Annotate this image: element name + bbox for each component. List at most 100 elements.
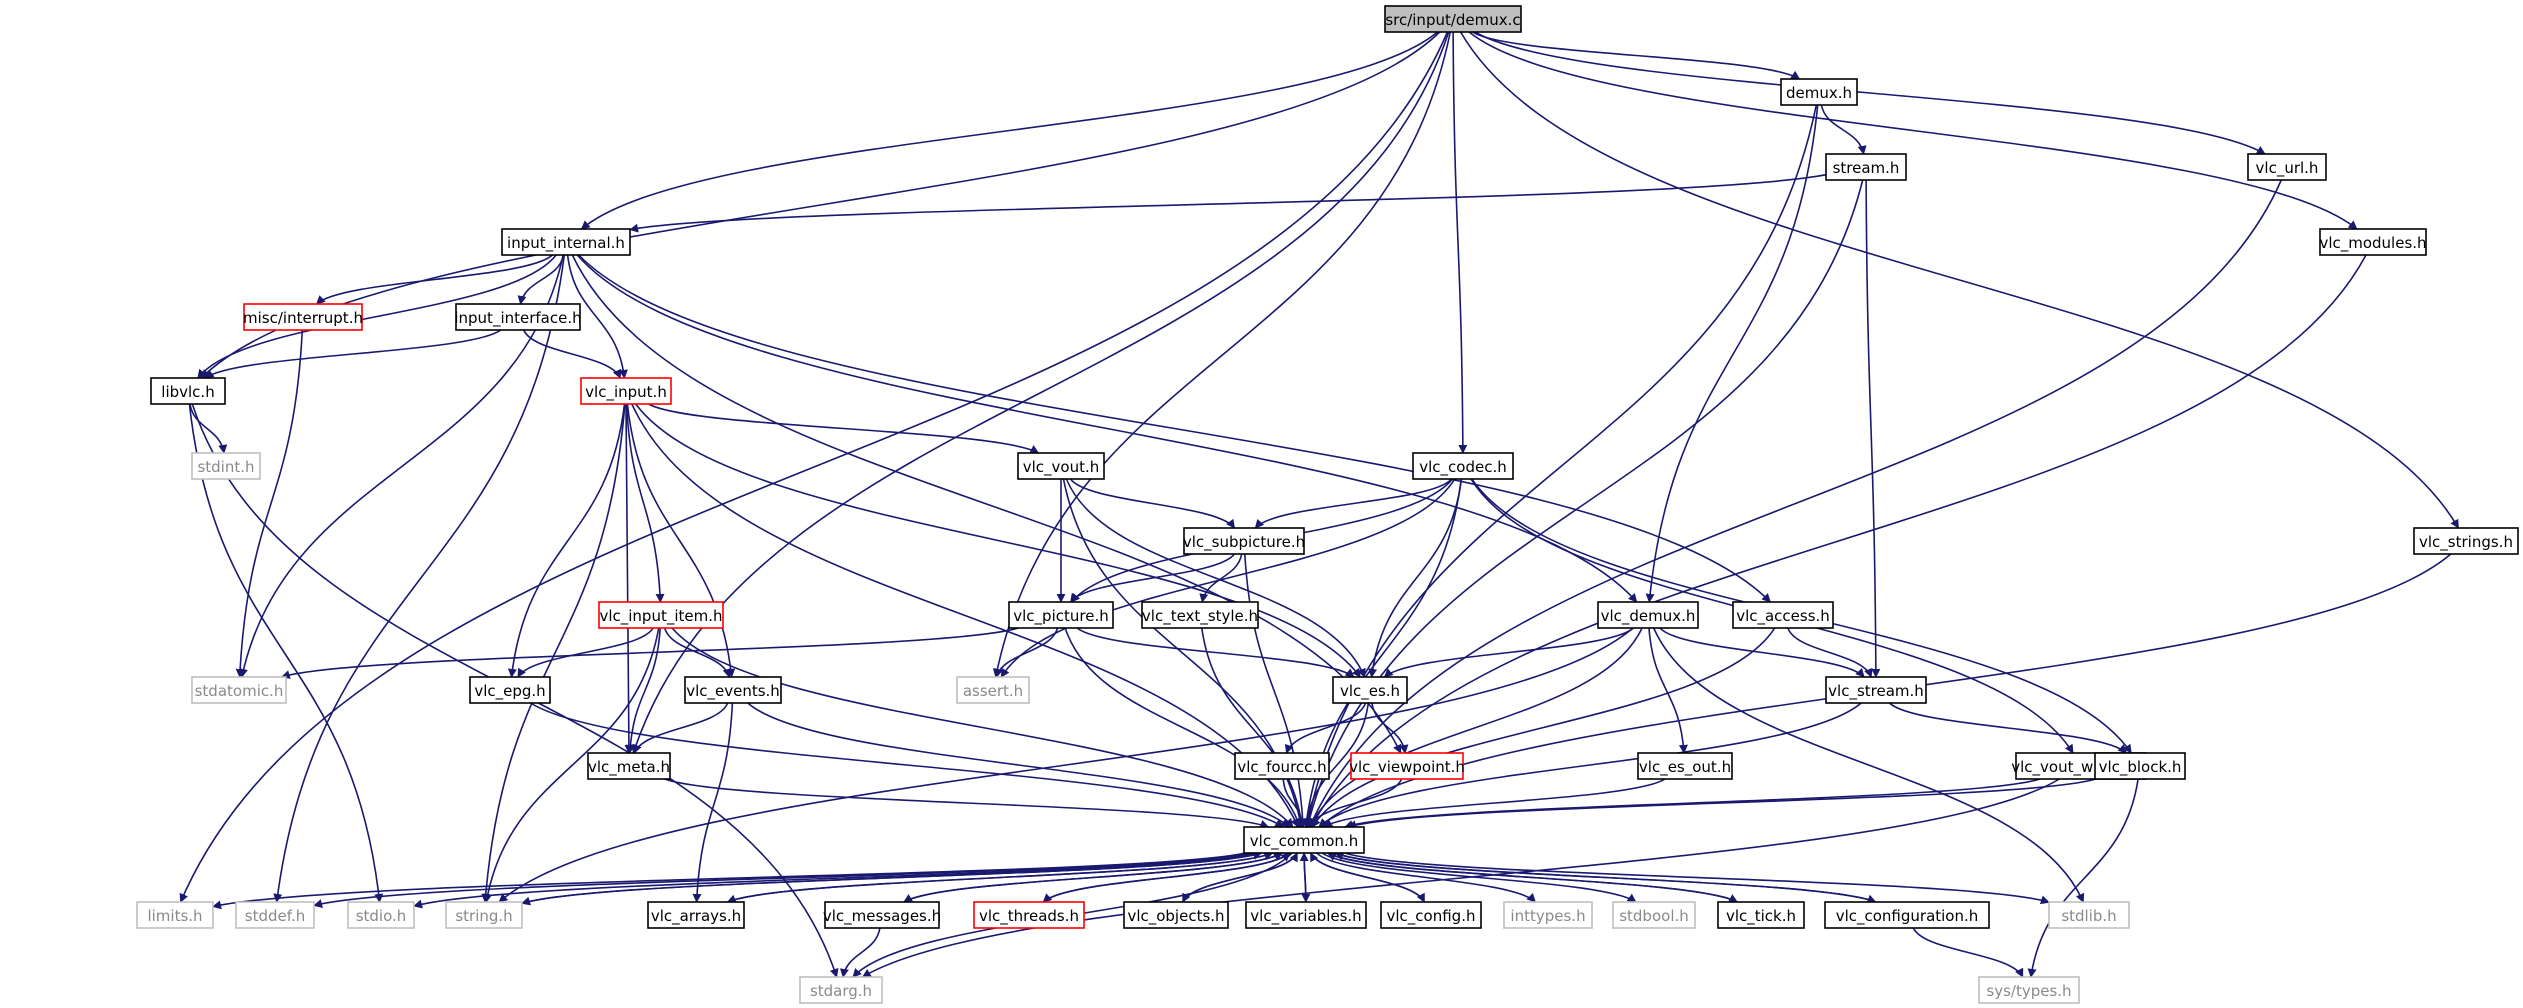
node-vlc-text-style-h[interactable]: vlc_text_style.h (1141, 601, 1259, 629)
edge-vlc-subpicture-h-to-vlc-picture-h (1069, 553, 1236, 603)
edge-vlc-picture-h-to-stdatomic-h (280, 627, 1019, 679)
edge-vlc-config-h-to-vlc-common-h (1309, 852, 1426, 903)
node-stdio-h: stdio.h (347, 901, 415, 929)
node-vlc-configuration-h[interactable]: vlc_configuration.h (1824, 901, 1990, 929)
edge-libvlc-h-to-stdint-h (189, 403, 228, 454)
edge-vlc-stream-h-to-vlc-common-h (1318, 702, 1862, 828)
node-box (2319, 228, 2427, 256)
edge-demux-c-to-vlc-url-h (1474, 31, 2266, 155)
node-label: stdbool.h (1619, 907, 1689, 925)
node-label: stdint.h (197, 458, 254, 476)
edge-input-internal-h-to-stddef-h (273, 254, 566, 903)
edge-vlc-input-h-to-vlc-vout-h (648, 403, 1040, 454)
edge-input-interface-h-to-vlc-input-h (522, 329, 622, 379)
node-vlc-url-h[interactable]: vlc_url.h (2247, 153, 2327, 181)
node-box (1380, 901, 1482, 929)
node-vlc-input-item-h[interactable]: vlc_input_item.h (598, 601, 724, 629)
node-vlc-variables-h[interactable]: vlc_variables.h (1245, 901, 1367, 929)
node-stdatomic-h: stdatomic.h (191, 676, 287, 704)
node-input-internal-h[interactable]: input_internal.h (501, 228, 631, 256)
node-vlc-events-h[interactable]: vlc_events.h (684, 676, 782, 704)
node-vlc-block-h[interactable]: vlc_block.h (2094, 752, 2186, 780)
node-misc-interrupt-h[interactable]: misc/interrupt.h (243, 303, 363, 331)
node-box (1503, 901, 1593, 929)
node-demux-c[interactable]: src/input/demux.c (1384, 5, 1522, 33)
edge-vlc-events-h-to-vlc-common-h (747, 702, 1290, 828)
edge-misc-interrupt-h-to-stdatomic-h (235, 329, 304, 678)
node-vlc-subpicture-h[interactable]: vlc_subpicture.h (1183, 527, 1305, 555)
edge-vlc-picture-h-to-assert-h (994, 627, 1059, 678)
edge-vlc-input-h-to-vlc-common-h (631, 403, 1299, 828)
edge-demux-c-to-vlc-strings-h (1459, 31, 2460, 529)
node-label: vlc_modules.h (2319, 234, 2426, 253)
node-sys-types-h: sys/types.h (1978, 976, 2080, 1004)
edge-vlc-input-h-to-vlc-epg-h (507, 403, 626, 678)
node-vlc-vout-h[interactable]: vlc_vout.h (1017, 452, 1105, 480)
node-inttypes-h: inttypes.h (1503, 901, 1593, 929)
edge-vlc-input-h-to-vlc-input-item-h (625, 403, 665, 603)
node-input-interface-h[interactable]: input_interface.h (454, 303, 582, 331)
node-box (445, 901, 523, 929)
node-stddef-h: stddef.h (235, 901, 315, 929)
node-vlc-arrays-h[interactable]: vlc_arrays.h (647, 901, 745, 929)
node-vlc-threads-h[interactable]: vlc_threads.h (973, 901, 1085, 929)
node-box (580, 377, 672, 405)
node-stdint-h: stdint.h (191, 452, 261, 480)
edge-vlc-vout-h-to-vlc-es-h (1065, 478, 1366, 678)
node-vlc-common-h[interactable]: vlc_common.h (1243, 826, 1365, 854)
node-box (598, 601, 724, 629)
node-vlc-tick-h[interactable]: vlc_tick.h (1717, 901, 1805, 929)
node-box (150, 377, 226, 405)
edge-demux-c-to-libvlc-h (200, 31, 1441, 379)
edge-input-internal-h-to-vlc-demux-h (576, 254, 1638, 603)
node-box (2094, 752, 2186, 780)
node-box (1412, 452, 1514, 480)
node-vlc-access-h[interactable]: vlc_access.h (1732, 601, 1834, 629)
node-vlc-stream-h[interactable]: vlc_stream.h (1825, 676, 1927, 704)
node-label: assert.h (963, 682, 1023, 700)
node-vlc-picture-h[interactable]: vlc_picture.h (1008, 601, 1114, 629)
edge-input-interface-h-to-libvlc-h (204, 329, 502, 379)
node-label: vlc_threads.h (979, 907, 1079, 926)
edge-vlc-demux-h-to-vlc-stream-h (1659, 627, 1865, 678)
edge-vlc-vout-window-h-to-stdarg-h (861, 778, 2060, 978)
node-box (1141, 601, 1259, 629)
node-vlc-viewpoint-h[interactable]: vlc_viewpoint.h (1349, 752, 1465, 780)
node-label: vlc_picture.h (1013, 607, 1108, 626)
edge-vlc-meta-h-to-vlc-common-h (664, 778, 1270, 829)
node-libvlc-h[interactable]: libvlc.h (150, 377, 226, 405)
node-box (1612, 901, 1696, 929)
node-vlc-es-out-h[interactable]: vlc_es_out.h (1637, 752, 1733, 780)
node-vlc-fourcc-h[interactable]: vlc_fourcc.h (1234, 752, 1330, 780)
node-box (243, 303, 363, 331)
node-vlc-codec-h[interactable]: vlc_codec.h (1412, 452, 1514, 480)
edge-input-internal-h-to-libvlc-h (197, 254, 557, 379)
node-demux-h[interactable]: demux.h (1780, 78, 1858, 106)
node-label: vlc_es_out.h (1639, 758, 1731, 777)
node-label: demux.h (1786, 84, 1852, 102)
node-vlc-config-h[interactable]: vlc_config.h (1380, 901, 1482, 929)
node-vlc-es-h[interactable]: vlc_es.h (1332, 676, 1408, 704)
node-label: vlc_fourcc.h (1237, 758, 1326, 777)
edge-vlc-stream-h-to-vlc-block-h (1888, 702, 2128, 754)
edge-demux-c-to-assert-h (992, 31, 1452, 678)
node-vlc-demux-h[interactable]: vlc_demux.h (1597, 601, 1699, 629)
node-label: vlc_vout.h (1023, 458, 1100, 477)
node-label: vlc_arrays.h (651, 907, 741, 926)
node-layer: src/input/demux.c demux.h stream.h vlc_url.… (136, 5, 2519, 1004)
node-stream-h[interactable]: stream.h (1825, 153, 1907, 181)
node-vlc-objects-h[interactable]: vlc_objects.h (1123, 901, 1229, 929)
node-vlc-modules-h[interactable]: vlc_modules.h (2319, 228, 2427, 256)
node-vlc-messages-h[interactable]: vlc_messages.h (823, 901, 941, 929)
node-vlc-input-h[interactable]: vlc_input.h (580, 377, 672, 405)
node-label: vlc_common.h (1250, 832, 1358, 851)
node-label: vlc_viewpoint.h (1349, 758, 1465, 777)
node-vlc-strings-h[interactable]: vlc_strings.h (2413, 527, 2519, 555)
node-vlc-epg-h[interactable]: vlc_epg.h (469, 676, 551, 704)
edge-input-internal-h-to-stdatomic-h (239, 254, 564, 678)
edge-vlc-subpicture-h-to-vlc-text-style-h (1199, 553, 1243, 603)
node-box (973, 901, 1085, 929)
node-label: stdio.h (356, 907, 407, 925)
node-box (1597, 601, 1699, 629)
node-vlc-meta-h[interactable]: vlc_meta.h (587, 752, 671, 780)
